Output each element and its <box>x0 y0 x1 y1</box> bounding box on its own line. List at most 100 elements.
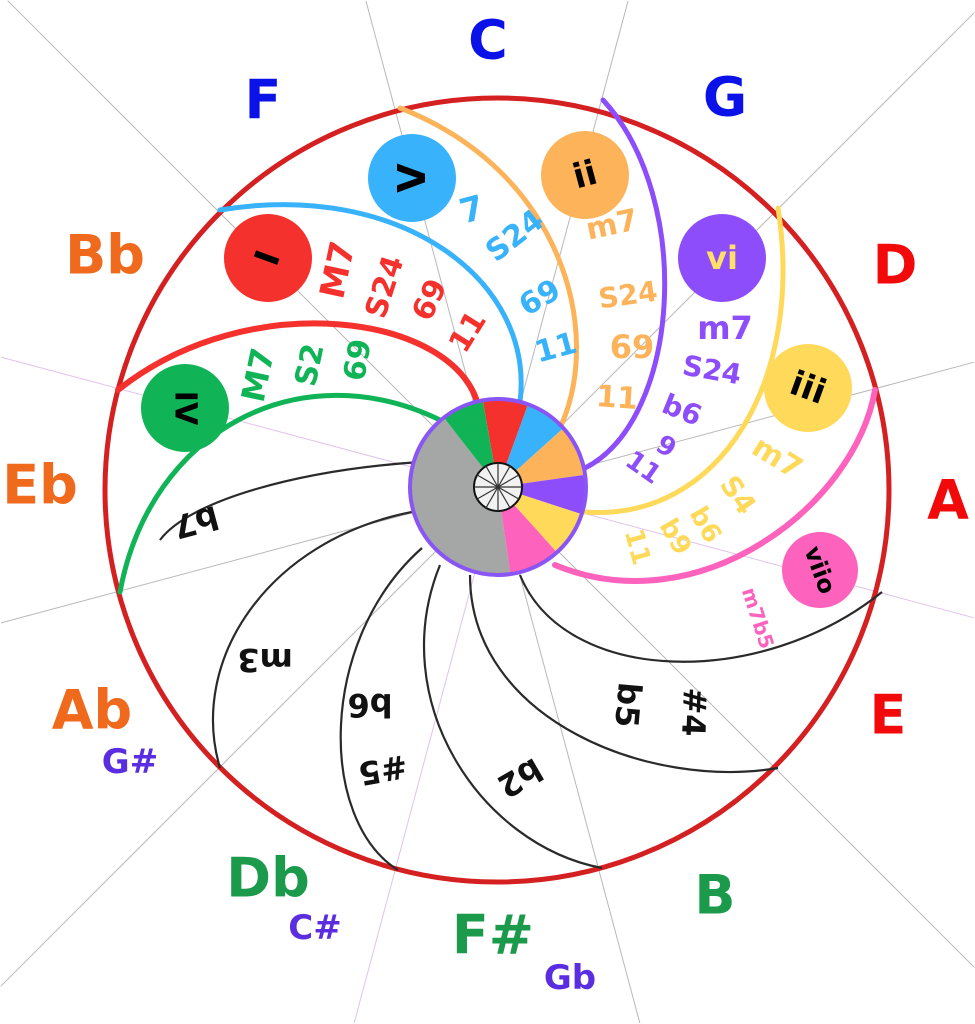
note-name: G <box>703 66 747 129</box>
chord-curve-iv <box>117 392 443 595</box>
chord-extension-label: m7 <box>746 429 809 486</box>
enharmonic-name: Gb <box>544 958 596 998</box>
hub-dial-tick <box>476 486 499 500</box>
hub-ring <box>408 397 588 577</box>
chord-extension-label: 69 <box>337 336 379 383</box>
hub-wedge-i <box>482 399 529 487</box>
note-label-b: B <box>694 864 735 927</box>
chord-curve-ii <box>397 105 579 431</box>
hub-dial-tick <box>497 486 520 500</box>
hub-wedge-viio <box>498 487 557 575</box>
outer-rim <box>102 95 892 885</box>
hub-dial-tick <box>497 486 511 509</box>
spoke-line <box>504 0 629 462</box>
note-label-eb: Eb <box>2 454 78 517</box>
chord-extension-label: 11 <box>618 526 656 569</box>
chord-degree-badge <box>224 214 312 302</box>
chord-extension-label: S24 <box>359 251 412 322</box>
enharmonic-name: G# <box>102 742 158 782</box>
interval-label: #4 <box>674 687 714 737</box>
chord-degree-label: V <box>390 163 434 193</box>
chord-extension-label: M7 <box>234 345 282 406</box>
hub-dial-tick <box>476 474 499 488</box>
hub-wedge-ii <box>498 428 586 487</box>
note-label-c: C <box>468 9 508 72</box>
note-name: E <box>870 684 907 747</box>
hub-wedge-v <box>498 404 564 487</box>
chord-curve-i <box>115 320 481 408</box>
chord-extension-label: 11 <box>531 326 580 371</box>
hub-dial-tick <box>497 465 511 488</box>
hub-dial-tick <box>485 465 499 488</box>
interval-label: b7 <box>169 498 222 546</box>
interval-divider-curve <box>159 460 421 541</box>
note-label-bb: Bb <box>65 224 145 287</box>
chord-extension-label: m7b5 <box>737 584 779 651</box>
note-label-db: DbC# <box>226 847 341 949</box>
note-label-d: D <box>873 234 918 297</box>
chord-extension-label: S2 <box>288 341 331 390</box>
chord-degree-badge <box>678 214 766 302</box>
chord-degree-badge <box>141 364 229 452</box>
note-name: Db <box>226 847 309 910</box>
chord-extension-label: 69 <box>513 272 567 323</box>
hub-dial-tick <box>485 486 499 509</box>
chord-curve-iii <box>582 205 786 515</box>
chord-extension-label: 69 <box>610 328 655 366</box>
hub-wedge-iv <box>443 400 498 487</box>
note-name: D <box>873 234 918 297</box>
chord-extension-label: 11 <box>595 379 639 417</box>
hub-wedge-iii <box>498 487 582 553</box>
note-name: Eb <box>2 454 78 517</box>
note-name: C <box>468 9 508 72</box>
note-label-a: A <box>927 469 969 532</box>
chord-curve-vi <box>582 97 668 471</box>
interval-label: b5 <box>607 681 649 729</box>
chord-degree-badge <box>782 532 858 608</box>
interval-label: #5 <box>356 747 411 793</box>
chord-extension-label: M7 <box>312 238 363 303</box>
note-name: A <box>927 469 969 532</box>
hub-dial-tick <box>497 474 520 488</box>
spoke-line <box>0 497 469 624</box>
interval-divider-curve <box>211 510 413 769</box>
note-name: B <box>694 864 735 927</box>
interval-label: m3 <box>237 641 293 679</box>
chord-degree-label: vi <box>706 239 738 277</box>
spoke-line <box>525 497 975 619</box>
chord-degree-badge <box>764 344 852 432</box>
chord-curve-viio <box>552 387 878 584</box>
note-name: Bb <box>65 224 145 287</box>
interval-divider-curve <box>423 564 603 870</box>
hub-wedge-unused <box>410 417 511 575</box>
chord-extension-label: m7 <box>697 309 753 347</box>
chord-curve-v <box>217 202 524 405</box>
note-name: F# <box>452 904 534 967</box>
spoke-line <box>0 510 477 987</box>
note-label-f-sharp: F#Gb <box>452 904 596 999</box>
chord-extension-label: b6 <box>657 387 706 432</box>
interval-divider-curve <box>468 574 779 774</box>
interval-label: b2 <box>491 750 549 805</box>
chord-extension-label: S24 <box>479 203 550 270</box>
chord-extension-label: S4 <box>713 469 763 520</box>
chord-extension-label: S24 <box>596 275 659 316</box>
spoke-line <box>353 518 490 1024</box>
spoke-line <box>517 510 975 968</box>
interval-divider-curve <box>339 547 423 871</box>
spoke-line <box>525 361 975 483</box>
chord-extension-label: 7 <box>455 188 488 233</box>
note-label-f: F <box>245 69 282 132</box>
spoke-line <box>504 518 641 1024</box>
interval-divider-curve <box>518 574 883 663</box>
interval-label: b6 <box>347 686 392 724</box>
note-name: F <box>245 69 282 132</box>
note-label-g: G <box>703 66 747 129</box>
enharmonic-name: C# <box>288 908 341 948</box>
chord-extension-label: S24 <box>680 349 744 392</box>
